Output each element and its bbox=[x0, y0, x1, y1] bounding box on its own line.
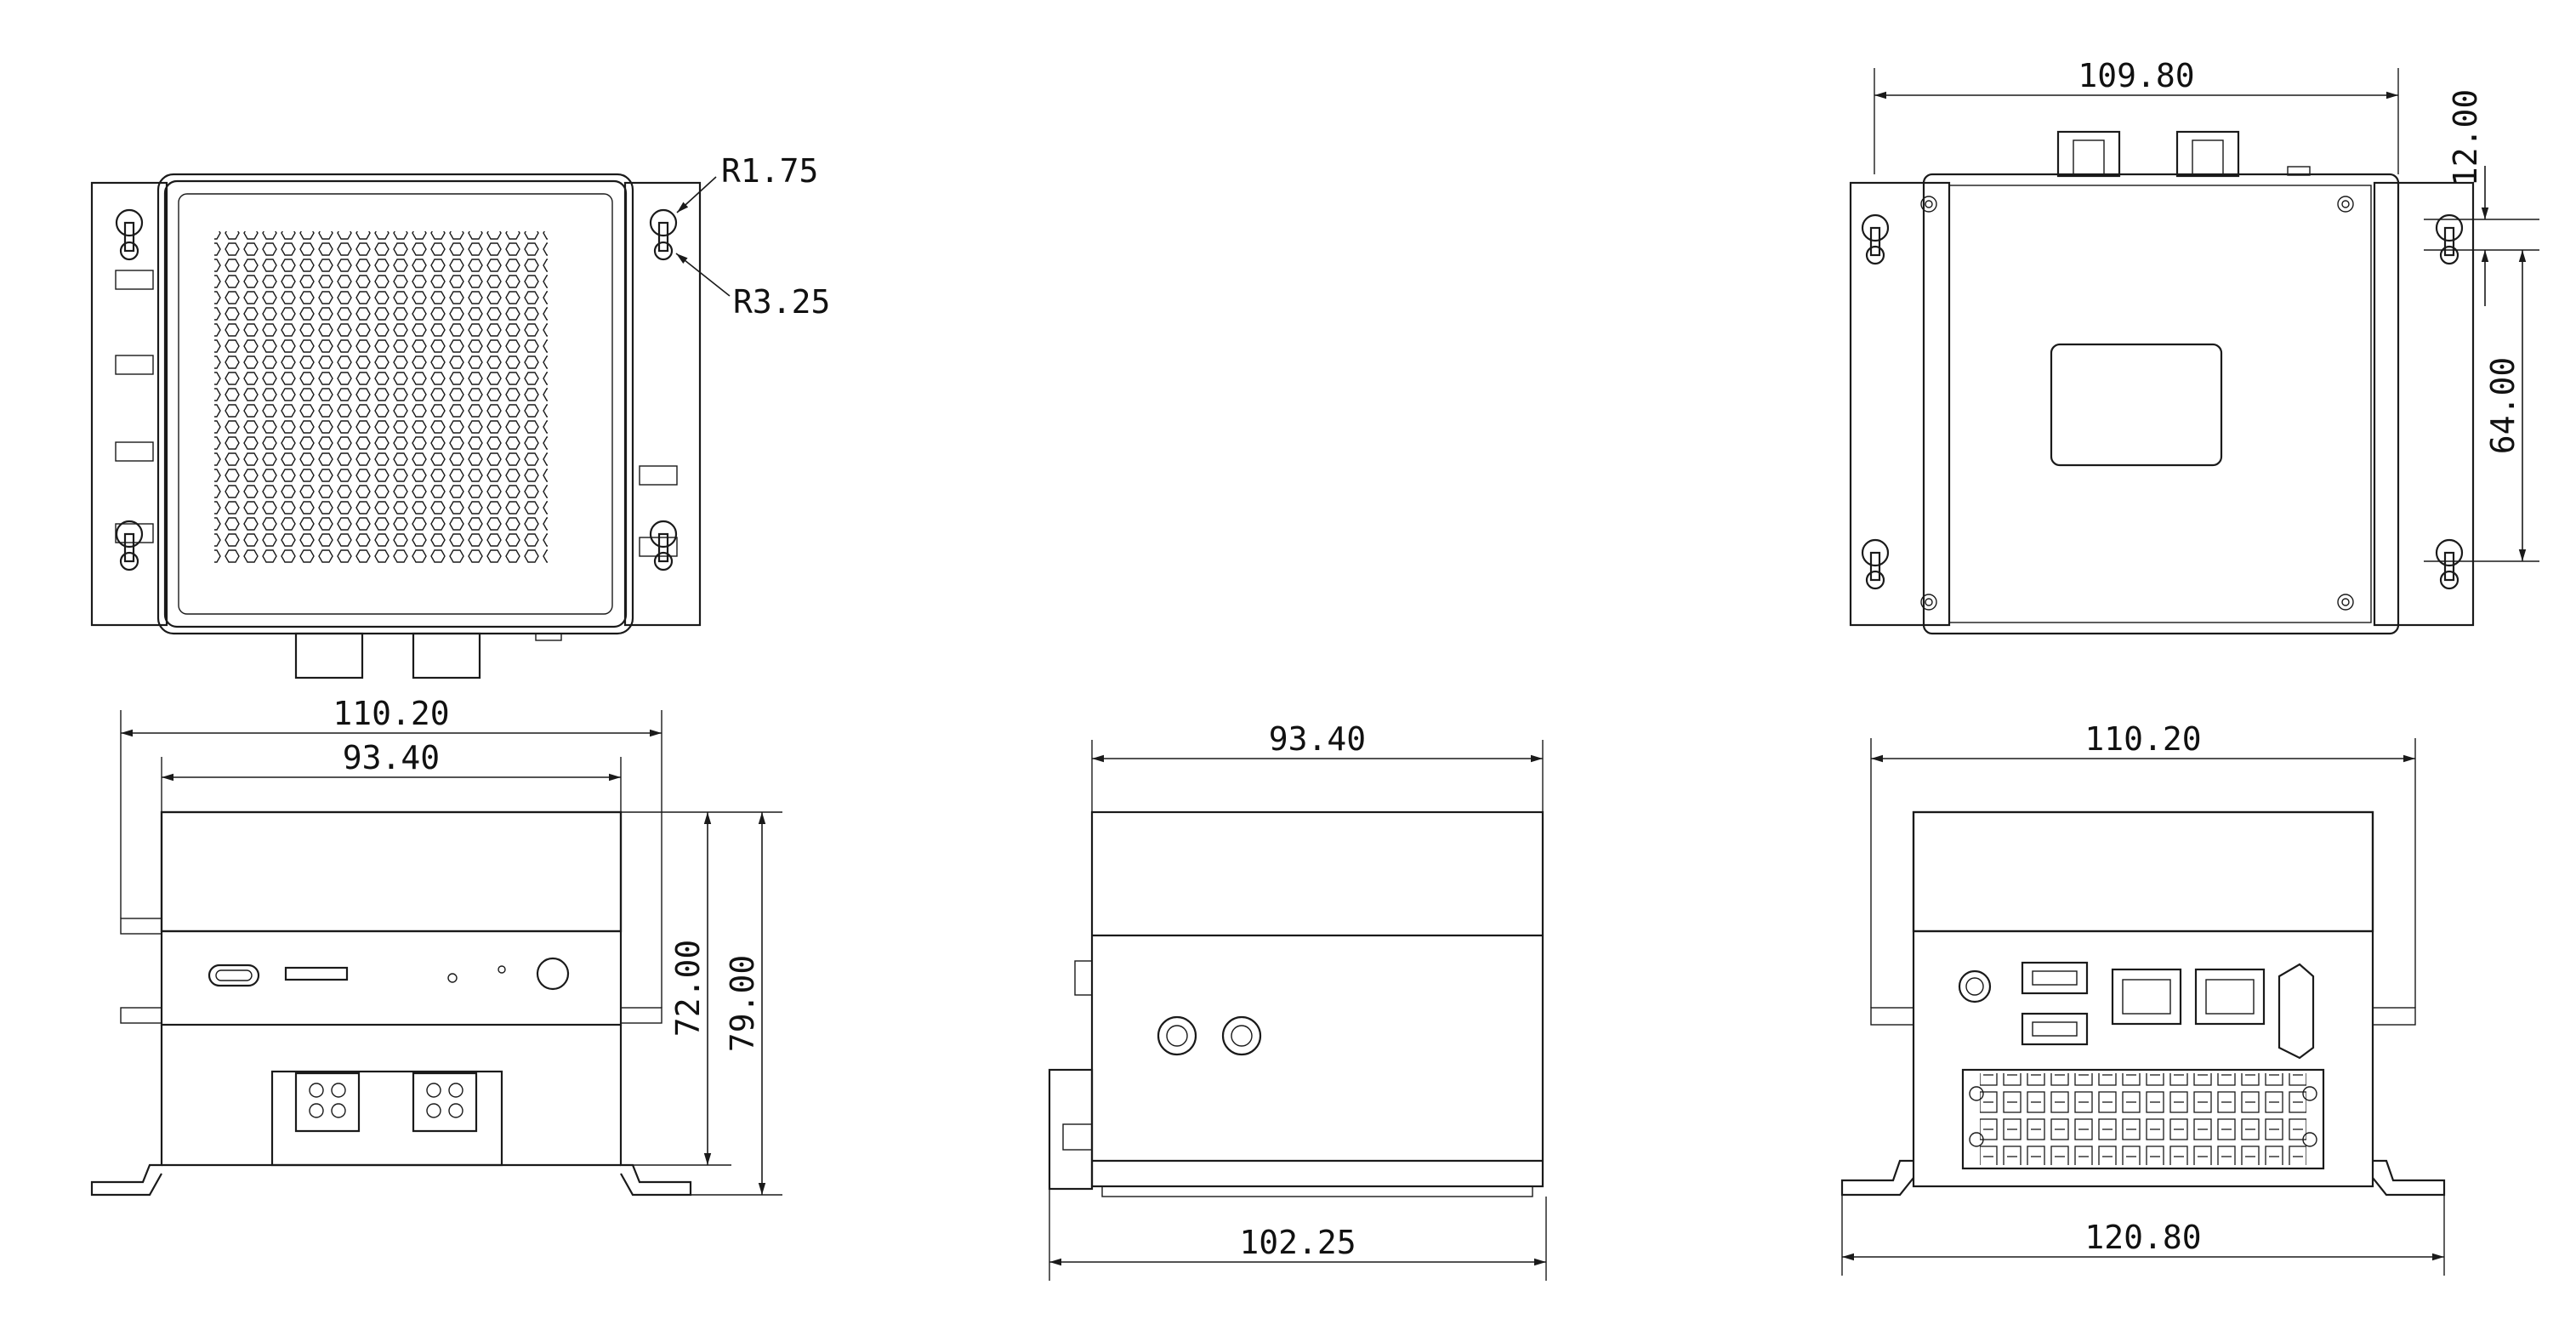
radius-label-large: R3.25 bbox=[733, 283, 830, 321]
dimension-front-body-width: 93.40 bbox=[343, 739, 440, 776]
dimension-front-overall-height: 79.00 bbox=[724, 955, 761, 1052]
top-view: R1.75 R3.25 bbox=[90, 152, 830, 679]
dimension-slot-pitch: 12.00 bbox=[2447, 89, 2484, 186]
front-view: 110.20 93.40 72.00 79.00 bbox=[90, 695, 782, 1197]
rear-view: 110.20 120.80 bbox=[1840, 720, 2446, 1276]
vent-grille bbox=[214, 231, 548, 563]
dimension-front-overall-width: 110.20 bbox=[333, 695, 449, 732]
dimension-front-body-height: 72.00 bbox=[669, 940, 707, 1037]
label-plate bbox=[2050, 343, 2223, 467]
dimension-bottom-width: 109.80 bbox=[2078, 57, 2194, 94]
dimension-side-overall-depth: 102.25 bbox=[1239, 1224, 1356, 1261]
radius-label-small: R1.75 bbox=[721, 152, 818, 190]
dimension-hole-spacing: 64.00 bbox=[2484, 357, 2522, 454]
bottom-view: 109.80 12.00 64.00 bbox=[1849, 57, 2539, 635]
keyhole-slot bbox=[1861, 213, 2464, 590]
side-view: 93.40 102.25 bbox=[1048, 720, 1547, 1281]
dimension-side-body-depth: 93.40 bbox=[1269, 720, 1366, 758]
dimension-rear-overall-width: 120.80 bbox=[2084, 1219, 2201, 1256]
keyhole-slot bbox=[115, 208, 678, 571]
dimension-rear-body-width: 110.20 bbox=[2084, 720, 2201, 758]
